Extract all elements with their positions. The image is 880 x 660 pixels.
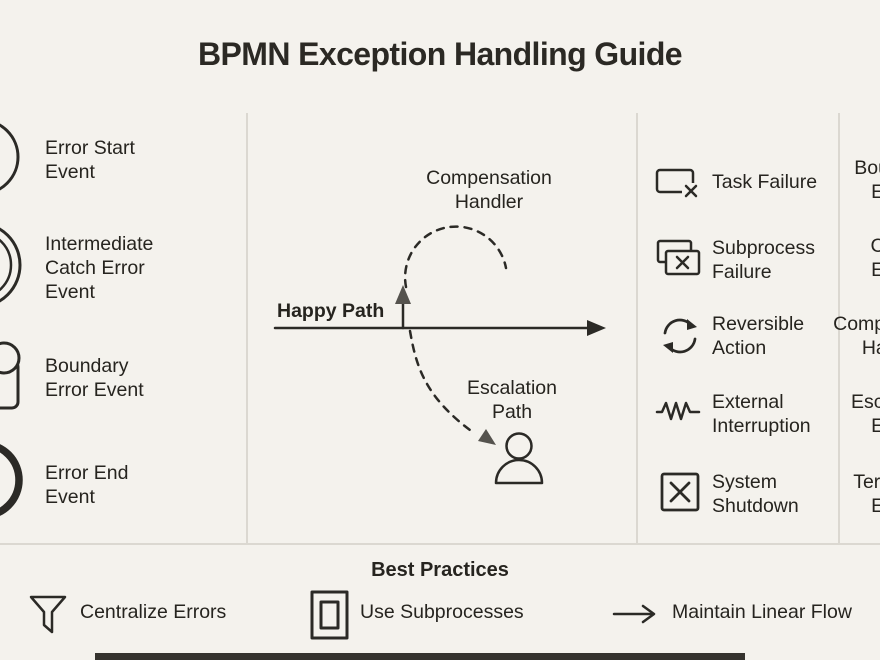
error-start-event-icon	[0, 123, 20, 191]
arrow-right-icon	[612, 604, 656, 624]
scenario-system-shutdown: System Shutdown	[712, 471, 799, 517]
bottom-edge-bar	[95, 653, 745, 660]
legend-label-intermediate-catch: Intermediate Catch Error Event	[45, 233, 154, 303]
external-interruption-icon	[655, 401, 701, 421]
scenario-task-failure: Task Failure	[712, 171, 818, 193]
best-practice-use-subprocesses: Use Subprocesses	[360, 601, 524, 623]
compensation-loop-path	[403, 225, 508, 289]
event-symbols-graphic	[0, 123, 23, 516]
best-practice-centralize-errors: Centralize Errors	[80, 601, 227, 623]
escalation-path-label: Escalation Path	[467, 377, 557, 423]
scenario-reversible-action: Reversible Action	[712, 313, 805, 359]
happy-path-arrow	[273, 320, 606, 336]
task-failure-icon	[655, 168, 701, 198]
handler-boundary-event: Boundary Event	[854, 157, 880, 203]
divider-left	[246, 113, 248, 543]
handler-escalation-event: Escalation Event	[851, 391, 880, 437]
boundary-error-event-icon	[0, 341, 21, 410]
scenario-external-interruption: External Interruption	[712, 391, 811, 437]
best-practices-heading: Best Practices	[371, 559, 509, 581]
legend-label-error-start: Error Start Event	[45, 137, 135, 183]
intermediate-catch-error-event-icon	[0, 227, 22, 303]
divider-right	[838, 113, 840, 543]
handler-terminate-event: Terminate Event	[853, 471, 880, 517]
person-icon	[494, 432, 544, 485]
escalation-path-arrow	[408, 329, 496, 445]
scenario-subprocess-failure: Subprocess Failure	[712, 237, 815, 283]
nested-squares-icon	[310, 590, 349, 640]
reversible-action-icon	[663, 318, 697, 354]
best-practice-maintain-linear-flow: Maintain Linear Flow	[672, 601, 852, 623]
flow-diagram-graphic	[273, 225, 606, 485]
funnel-icon	[29, 595, 67, 634]
compensation-handler-label: Compensation Handler	[426, 167, 552, 213]
error-end-event-icon	[0, 444, 23, 516]
page-title: BPMN Exception Handling Guide	[198, 36, 683, 72]
divider-middle	[636, 113, 638, 543]
subprocess-failure-icon	[656, 239, 701, 276]
compensation-up-arrow	[395, 285, 411, 330]
divider-horizontal	[0, 543, 880, 545]
handler-compensation-handler: Compensation Handler	[833, 313, 880, 359]
happy-path-label: Happy Path	[277, 300, 385, 322]
legend-label-error-end: Error End Event	[45, 462, 129, 508]
legend-label-boundary-error: Boundary Error Event	[45, 355, 144, 401]
handler-catch-event: Catch Event	[870, 235, 880, 281]
system-shutdown-icon	[660, 472, 700, 512]
